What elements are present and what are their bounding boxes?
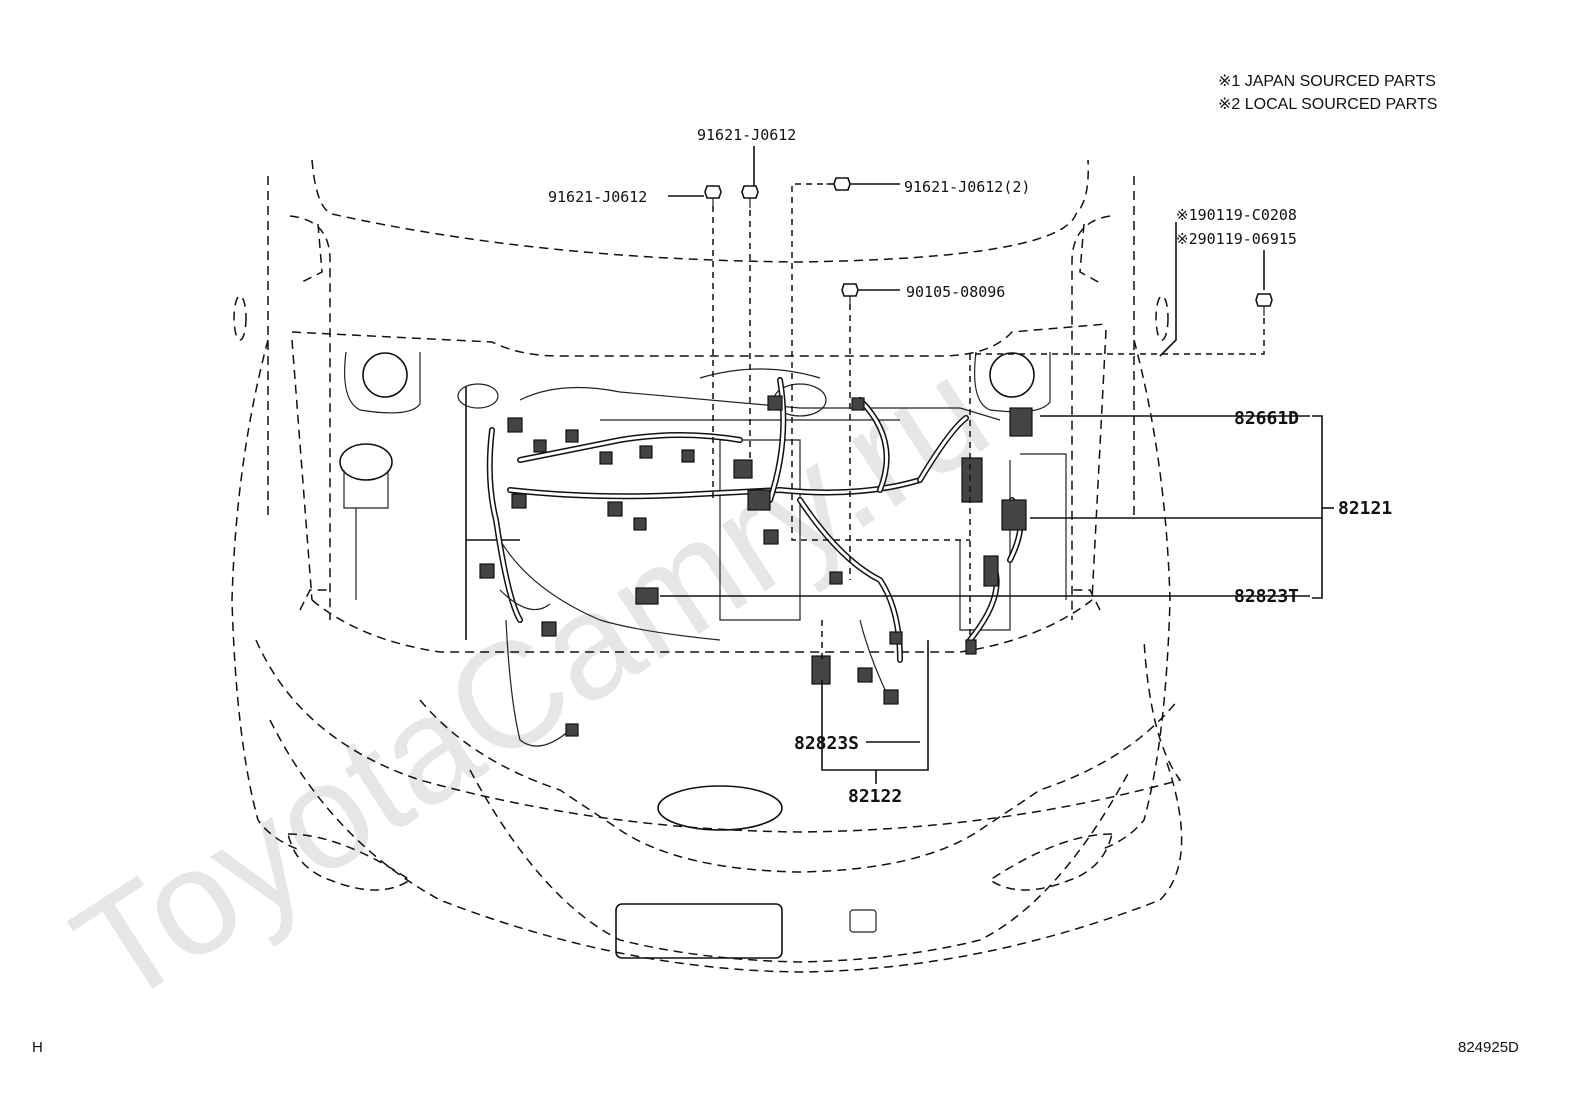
connector-icon [639, 445, 653, 459]
connector-icon [635, 587, 659, 605]
part-label-91621-J0612-qty2: 91621-J0612(2) [904, 178, 1030, 196]
connector-icon [511, 493, 527, 509]
connector-icon [541, 621, 557, 637]
connector-icon [747, 489, 771, 511]
part-label-82122: 82122 [848, 786, 902, 807]
part-label-82661D: 82661D [1234, 408, 1299, 429]
part-label-82823S: 82823S [794, 733, 859, 754]
vehicle-outline [231, 159, 1183, 973]
drawing-number: 824925D [1458, 1039, 1519, 1056]
note-japan-sourced: ※1 JAPAN SOURCED PARTS [1218, 73, 1436, 90]
part-label-91621-J0612-left: 91621-J0612 [548, 188, 647, 206]
connector-icon [829, 571, 843, 585]
part-label-91621-J0612-top: 91621-J0612 [697, 126, 796, 144]
connector-icon [607, 501, 623, 517]
connector-icon [733, 459, 753, 479]
connector-icon [883, 689, 899, 705]
leader-lines [660, 146, 1334, 784]
part-label-90119-06915: ※290119-06915 [1176, 230, 1297, 248]
connector-icon [565, 429, 579, 443]
connector-icon [599, 451, 613, 465]
footer-left-code: H [32, 1039, 43, 1056]
connector-icon [633, 517, 647, 531]
connectors [479, 395, 1033, 737]
connector-icon [533, 439, 547, 453]
part-label-82823T: 82823T [1234, 586, 1299, 607]
connector-icon [961, 457, 983, 503]
connector-icon [767, 395, 783, 411]
note-local-sourced: ※2 LOCAL SOURCED PARTS [1218, 96, 1437, 113]
connector-icon [507, 417, 523, 433]
connector-icon [983, 555, 999, 587]
connector-icon [889, 631, 903, 645]
bolt-icon [741, 185, 759, 208]
connector-icon [965, 639, 977, 655]
connector-icon [763, 529, 779, 545]
connector-icon [565, 723, 579, 737]
part-label-90119-C0208: ※190119-C0208 [1176, 206, 1297, 224]
connector-icon [479, 563, 495, 579]
connector-icon [857, 667, 873, 683]
connector-icon [681, 449, 695, 463]
bolt-icon [704, 185, 722, 206]
callout-labels: ※1 JAPAN SOURCED PARTS ※2 LOCAL SOURCED … [32, 73, 1519, 1056]
part-label-90105-08096: 90105-08096 [906, 283, 1005, 301]
connector-icon [1009, 407, 1033, 437]
bolt-icon [841, 283, 859, 304]
connector-icon [811, 655, 831, 685]
connector-icon [1001, 499, 1027, 531]
bolt-icon [1255, 293, 1273, 316]
part-label-82121: 82121 [1338, 498, 1392, 519]
connector-icon [851, 397, 865, 411]
